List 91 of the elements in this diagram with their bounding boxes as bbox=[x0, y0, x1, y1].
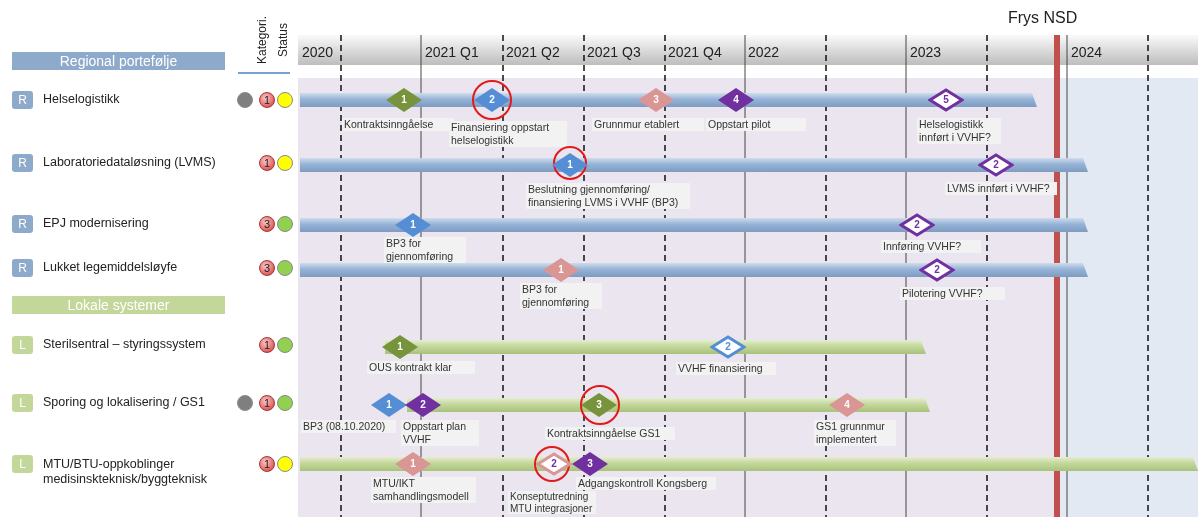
row-name: Helselogistikk bbox=[43, 92, 121, 107]
category-badge: R bbox=[12, 91, 33, 109]
milestone-diamond: 2 bbox=[919, 258, 955, 282]
column-heading: Status bbox=[275, 22, 291, 59]
milestone-diamond: 2 bbox=[474, 88, 510, 112]
milestone-diamond: 1 bbox=[395, 452, 431, 476]
milestone-diamond: 1 bbox=[382, 335, 418, 359]
milestone-diamond: 1 bbox=[386, 88, 422, 112]
milestone-label: VVHF finansiering bbox=[676, 362, 776, 375]
timeline-label: 2021 Q3 bbox=[587, 44, 641, 61]
milestone-label: Innføring VVHF? bbox=[881, 240, 981, 253]
milestone-label: Oppstart plan VVHF bbox=[401, 420, 479, 446]
category-number: 1 bbox=[259, 395, 275, 411]
milestone-diamond: 2 bbox=[405, 393, 441, 417]
milestone-label: GS1 grunnmur implementert bbox=[814, 420, 896, 446]
milestone-label: LVMS innført i VVHF? bbox=[945, 182, 1057, 195]
row-name: MTU/BTU-oppkoblinger medisinskteknisk/byggteknisk bbox=[43, 457, 208, 487]
milestone-diamond: 4 bbox=[718, 88, 754, 112]
section-header: Regional portefølje bbox=[12, 52, 225, 70]
category-number: 3 bbox=[259, 216, 275, 232]
milestone-label: Grunnmur etablert bbox=[592, 118, 704, 131]
timeline-bar bbox=[300, 263, 1088, 277]
milestone-diamond: 5 bbox=[928, 88, 964, 112]
category-badge: R bbox=[12, 215, 33, 233]
status-dot bbox=[237, 395, 253, 411]
status-dot bbox=[277, 92, 293, 108]
timeline-bar bbox=[300, 457, 1198, 471]
status-dot bbox=[277, 155, 293, 171]
row-name: Sterilsentral – styringssystem bbox=[43, 337, 207, 352]
timeline-bar bbox=[300, 218, 1088, 232]
category-badge: L bbox=[12, 455, 33, 473]
highlight-circle bbox=[580, 385, 620, 425]
timeline-label: 2020 bbox=[302, 44, 334, 61]
timeline-bar bbox=[385, 340, 926, 354]
milestone-label: Oppstart pilot bbox=[706, 118, 806, 131]
category-number: 1 bbox=[259, 337, 275, 353]
milestone-diamond: 4 bbox=[829, 393, 865, 417]
highlight-circle bbox=[472, 80, 512, 120]
highlight-circle bbox=[534, 446, 570, 482]
timeline-label: 2021 Q4 bbox=[668, 44, 722, 61]
milestone-label: MTU/IKT samhandlingsmodell bbox=[371, 477, 476, 503]
timeline-label: 2021 Q2 bbox=[506, 44, 560, 61]
column-heading: Kategori. bbox=[254, 15, 270, 66]
timeline-label: 2022 bbox=[748, 44, 780, 61]
milestone-label: Konseptutredning MTU integrasjoner bbox=[508, 491, 596, 514]
milestone-diamond: 3 bbox=[572, 452, 608, 476]
milestone-diamond: 1 bbox=[395, 213, 431, 237]
timeline-label: 2021 Q1 bbox=[425, 44, 479, 61]
milestone-label: BP3 (08.10.2020) bbox=[301, 420, 396, 433]
row-name: EPJ modernisering bbox=[43, 216, 150, 231]
row-name: Sporing og lokalisering / GS1 bbox=[43, 395, 206, 410]
highlight-circle bbox=[553, 146, 587, 180]
milestone-diamond: 2 bbox=[536, 452, 572, 476]
milestone-label: Beslutning gjennomføring/ finansiering LVMS i VVHF (BP3) bbox=[526, 183, 690, 209]
status-dot bbox=[277, 395, 293, 411]
milestone-label: Pilotering VVHF? bbox=[900, 287, 1005, 300]
milestone-diamond: 3 bbox=[581, 393, 617, 417]
status-dot bbox=[277, 216, 293, 232]
category-number: 3 bbox=[259, 260, 275, 276]
timeline-bar bbox=[300, 158, 1088, 172]
category-badge: R bbox=[12, 259, 33, 277]
category-badge: L bbox=[12, 336, 33, 354]
row-name: Laboratoriedataløsning (LVMS) bbox=[43, 155, 217, 170]
milestone-label: Adgangskontroll Kongsberg bbox=[576, 477, 716, 490]
category-badge: L bbox=[12, 394, 33, 412]
section-header: Lokale systemer bbox=[12, 296, 225, 314]
status-dot bbox=[237, 92, 253, 108]
status-dot bbox=[277, 337, 293, 353]
milestone-label: Kontraktsinngåelse GS1 bbox=[545, 427, 675, 440]
category-badge: R bbox=[12, 154, 33, 172]
category-number: 1 bbox=[259, 456, 275, 472]
status-dot bbox=[277, 456, 293, 472]
milestone-diamond: 3 bbox=[638, 88, 674, 112]
timeline-label: 2024 bbox=[1071, 44, 1103, 61]
row-name: Lukket legemiddelsløyfe bbox=[43, 260, 179, 275]
category-number: 1 bbox=[259, 155, 275, 171]
milestone-title: Frys NSD bbox=[1008, 8, 1078, 27]
milestone-label: OUS kontrakt klar bbox=[367, 361, 475, 374]
milestone-label: BP3 for gjennomføring bbox=[384, 237, 466, 263]
milestone-label: BP3 for gjennomføring bbox=[520, 283, 602, 309]
milestone-label: Finansiering oppstart helselogistikk bbox=[449, 121, 567, 147]
category-number: 1 bbox=[259, 92, 275, 108]
milestone-diamond: 2 bbox=[710, 335, 746, 359]
milestone-diamond: 1 bbox=[543, 258, 579, 282]
milestone-diamond: 1 bbox=[552, 153, 588, 177]
timeline-label: 2023 bbox=[910, 44, 942, 61]
milestone-label: Helselogistikk innført i VVHF? bbox=[917, 118, 1001, 144]
milestone-diamond: 2 bbox=[978, 153, 1014, 177]
milestone-diamond: 2 bbox=[899, 213, 935, 237]
status-dot bbox=[277, 260, 293, 276]
milestone-diamond: 1 bbox=[371, 393, 407, 417]
